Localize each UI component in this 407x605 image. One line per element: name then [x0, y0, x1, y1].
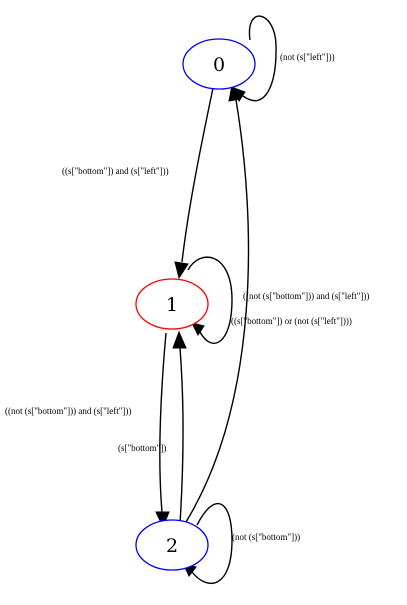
state-node-0: 0: [182, 38, 256, 90]
edge-2-to-1: [172, 330, 187, 524]
edge-label-2-to-1: (s["bottom"]): [118, 443, 166, 453]
edge-label-1-to-2: ((not (s["bottom"])) and (s["left"])): [5, 406, 131, 416]
edge-2-to-0: [185, 83, 250, 523]
edge-label-0-to-1: ((s["bottom"]) and (s["left"])): [62, 166, 169, 176]
state-node-2: 2: [135, 519, 209, 571]
edge-1-to-2: [155, 332, 170, 529]
edge-label-0-to-0: (not (s["left"])): [280, 52, 335, 62]
edge-1-to-1: [187, 256, 233, 344]
edge-label-1-to-1: ((s["bottom"]) or (not (s["left"]))): [231, 316, 352, 326]
node-label-2: 2: [166, 535, 178, 557]
edge-label-2-to-0: ((not (s["bottom"])) and (s["left"])): [243, 291, 369, 301]
edge-label-2-to-2: (not (s["bottom"])): [232, 532, 300, 542]
edge-0-to-1: [174, 87, 214, 280]
node-label-1: 1: [166, 294, 178, 316]
state-node-1: 1: [135, 278, 209, 330]
node-label-0: 0: [213, 54, 225, 76]
